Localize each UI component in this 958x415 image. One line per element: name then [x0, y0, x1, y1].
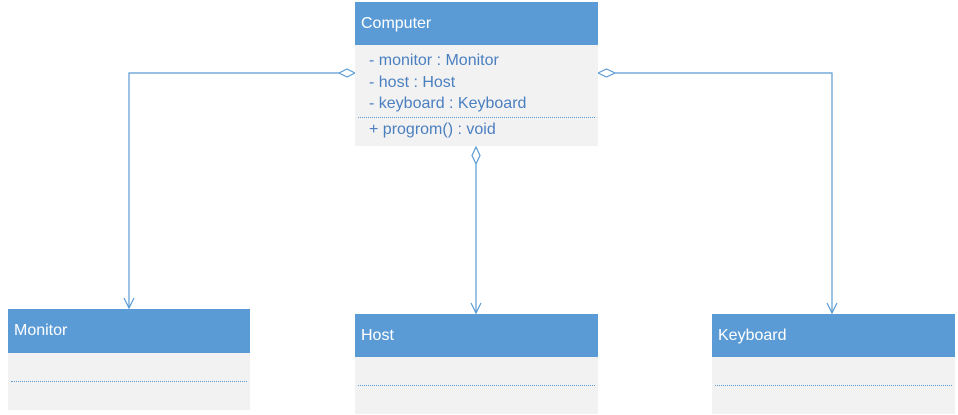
class-host-header: Host: [355, 314, 598, 357]
aggregation-diamond: [596, 68, 617, 78]
class-computer-body: - monitor : Monitor - host : Host - keyb…: [355, 45, 598, 146]
class-keyboard-body: [712, 357, 955, 414]
class-monitor-body: [8, 353, 250, 410]
aggregation-diamond: [337, 68, 357, 78]
attribute-list: - monitor : Monitor - host : Host - keyb…: [355, 45, 598, 115]
class-monitor[interactable]: Monitor: [8, 309, 250, 410]
operation-progrom: + progrom() : void: [369, 121, 496, 138]
class-monitor-header: Monitor: [8, 309, 250, 353]
arrow-head: [826, 302, 838, 315]
class-keyboard-header: Keyboard: [712, 314, 955, 357]
attribute-keyboard: - keyboard : Keyboard: [369, 95, 527, 112]
arrow-head: [123, 297, 135, 310]
aggregation-diamond: [471, 145, 481, 166]
class-keyboard-name: Keyboard: [718, 326, 787, 344]
class-host-name: Host: [361, 326, 394, 344]
compartment-divider: [715, 385, 952, 386]
aggregation-computer-host: [470, 145, 482, 315]
compartment-divider: [358, 385, 595, 386]
aggregation-computer-keyboard: [596, 68, 838, 315]
class-computer-name: Computer: [361, 14, 432, 32]
class-monitor-name: Monitor: [14, 322, 68, 339]
attribute-host: - host : Host: [369, 73, 456, 91]
class-computer[interactable]: Computer - monitor : Monitor - host : Ho…: [355, 2, 598, 146]
arrow-head: [470, 302, 482, 315]
attribute-monitor: - monitor : Monitor: [369, 52, 499, 69]
aggregation-computer-monitor: [123, 68, 357, 310]
compartment-divider: [358, 117, 595, 118]
class-host[interactable]: Host: [355, 314, 598, 414]
class-keyboard[interactable]: Keyboard: [712, 314, 955, 414]
class-host-body: [355, 357, 598, 414]
compartment-divider: [11, 381, 247, 382]
class-computer-header: Computer: [355, 2, 598, 45]
